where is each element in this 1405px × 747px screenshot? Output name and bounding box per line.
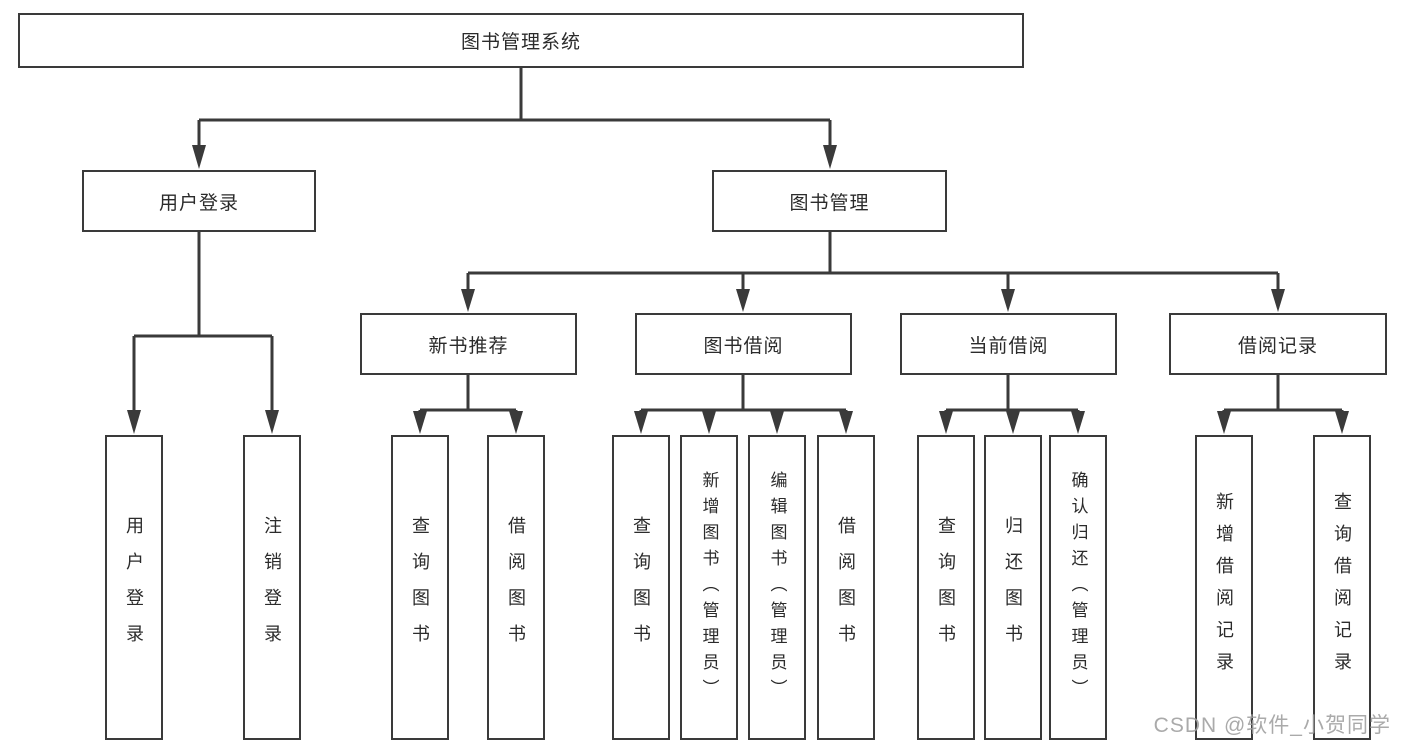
node-leaf-br-add-record: 新增借阅记录 <box>1195 435 1253 740</box>
node-book-management: 图书管理 <box>712 170 947 232</box>
node-leaf-bb-add-books-admin: 新增图书（管理员） <box>680 435 738 740</box>
node-leaf-cb-return-books-label: 归还图书 <box>1003 515 1023 660</box>
node-leaf-logout-label: 注销登录 <box>262 515 282 660</box>
node-leaf-bb-borrow-books-label: 借阅图书 <box>836 515 856 660</box>
node-borrowing-records: 借阅记录 <box>1169 313 1387 375</box>
node-leaf-cb-confirm-return-admin: 确认归还（管理员） <box>1049 435 1107 740</box>
csdn-watermark: CSDN @软件_小贺同学 <box>1153 714 1391 737</box>
node-current-borrowing: 当前借阅 <box>900 313 1117 375</box>
node-leaf-bb-query-books: 查询图书 <box>612 435 670 740</box>
node-book-borrowing: 图书借阅 <box>635 313 852 375</box>
node-user-login-branch-label: 用户登录 <box>158 192 239 214</box>
node-leaf-bb-query-books-label: 查询图书 <box>631 515 651 660</box>
node-leaf-bb-borrow-books: 借阅图书 <box>817 435 875 740</box>
node-leaf-bb-add-books-admin-label: 新增图书（管理员） <box>699 470 719 705</box>
node-leaf-nbr-query-books-label: 查询图书 <box>410 515 430 660</box>
node-borrowing-records-label: 借阅记录 <box>1237 335 1318 357</box>
node-leaf-cb-query-books: 查询图书 <box>917 435 975 740</box>
node-leaf-nbr-borrow-books-label: 借阅图书 <box>506 515 526 660</box>
node-current-borrowing-label: 当前借阅 <box>968 335 1049 357</box>
node-leaf-cb-confirm-return-admin-label: 确认归还（管理员） <box>1068 470 1088 705</box>
node-book-management-label: 图书管理 <box>789 192 870 214</box>
node-new-book-recommendation-label: 新书推荐 <box>428 335 509 357</box>
node-leaf-logout: 注销登录 <box>243 435 301 740</box>
node-leaf-br-add-record-label: 新增借阅记录 <box>1214 491 1234 684</box>
node-leaf-br-query-record: 查询借阅记录 <box>1313 435 1371 740</box>
node-root: 图书管理系统 <box>18 13 1024 68</box>
node-leaf-user-login: 用户登录 <box>105 435 163 740</box>
node-leaf-nbr-query-books: 查询图书 <box>391 435 449 740</box>
node-book-borrowing-label: 图书借阅 <box>703 335 784 357</box>
node-leaf-cb-return-books: 归还图书 <box>984 435 1042 740</box>
node-new-book-recommendation: 新书推荐 <box>360 313 577 375</box>
node-leaf-bb-edit-books-admin: 编辑图书（管理员） <box>748 435 806 740</box>
node-leaf-bb-edit-books-admin-label: 编辑图书（管理员） <box>767 470 787 705</box>
node-leaf-user-login-label: 用户登录 <box>124 515 144 660</box>
node-leaf-nbr-borrow-books: 借阅图书 <box>487 435 545 740</box>
node-leaf-br-query-record-label: 查询借阅记录 <box>1332 491 1352 684</box>
node-root-label: 图书管理系统 <box>460 32 581 53</box>
node-leaf-cb-query-books-label: 查询图书 <box>936 515 956 660</box>
node-user-login-branch: 用户登录 <box>82 170 316 232</box>
